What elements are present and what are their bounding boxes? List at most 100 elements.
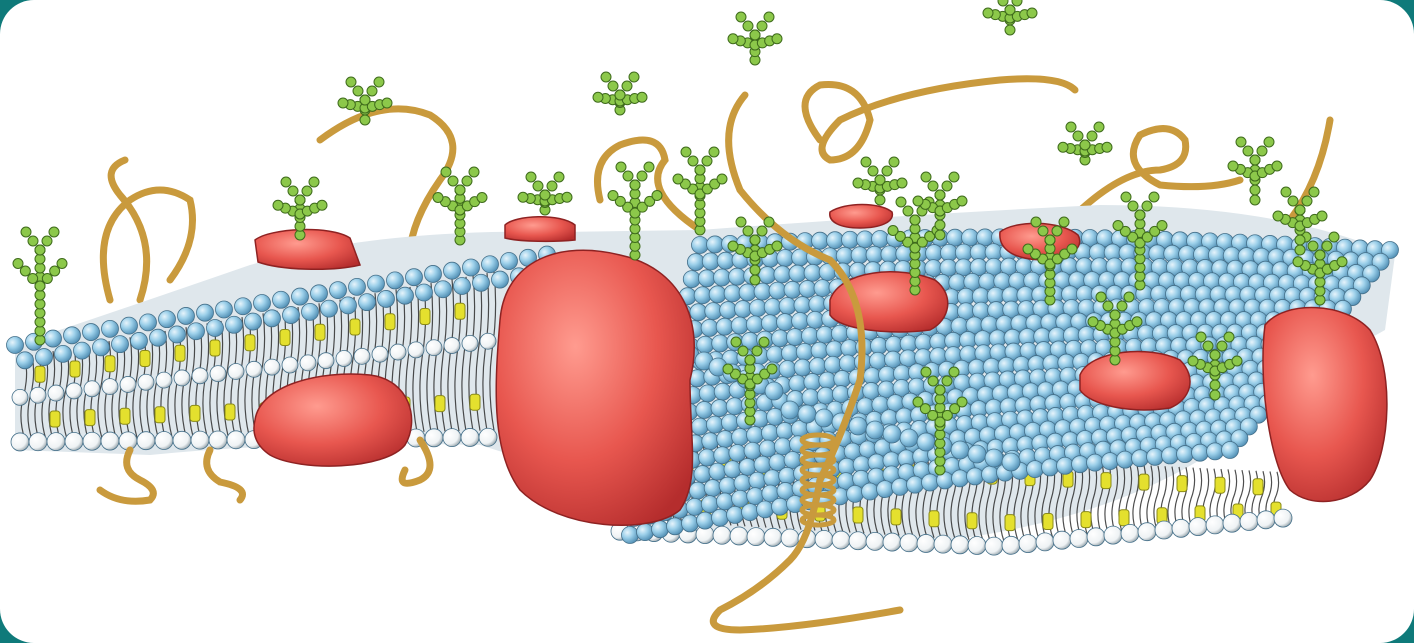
phospholipid-head	[764, 470, 781, 487]
carbohydrate-bead	[1045, 235, 1055, 245]
lower-phospholipid-head	[462, 335, 478, 351]
cholesterol	[1005, 515, 1015, 531]
phospholipid-head	[759, 267, 776, 284]
carbohydrate-bead	[1273, 211, 1283, 221]
carbohydrate-bead	[709, 147, 719, 157]
carbohydrate-bead	[910, 215, 920, 225]
cholesterol	[1081, 512, 1091, 528]
carbohydrate-bead	[1196, 332, 1206, 342]
carbohydrate-bead	[622, 81, 632, 91]
lower-phospholipid-head	[866, 532, 884, 550]
lower-phospholipid-head	[730, 527, 748, 545]
carbohydrate-bead	[1012, 0, 1022, 6]
lower-phospholipid-head	[985, 537, 1003, 555]
carbohydrate-bead	[1023, 244, 1033, 254]
cholesterol	[470, 394, 480, 410]
phospholipid-head	[159, 311, 176, 328]
carbohydrate-bead	[28, 236, 38, 246]
cholesterol	[1119, 510, 1129, 526]
phospholipid-head	[734, 475, 751, 492]
phospholipid-head	[349, 278, 366, 295]
carbohydrate-bead	[750, 30, 760, 40]
phospholipid-head	[757, 501, 774, 518]
carbohydrate-bead	[49, 227, 59, 237]
carbohydrate-bead	[273, 200, 283, 210]
phospholipid-head	[1072, 456, 1089, 473]
phospholipid-head	[786, 329, 803, 346]
phospholipid-head	[883, 425, 901, 443]
carbohydrate-bead	[983, 8, 993, 18]
cholesterol	[1215, 477, 1225, 493]
lower-phospholipid-head	[101, 432, 119, 450]
lower-phospholipid-head	[120, 376, 136, 392]
membrane-protein	[830, 205, 893, 229]
lower-phospholipid-head	[479, 428, 497, 446]
carbohydrate-bead	[540, 190, 550, 200]
phospholipid-head	[734, 301, 751, 318]
lower-phospholipid-head	[282, 357, 298, 373]
carbohydrate-bead	[935, 385, 945, 395]
carbohydrate-bead	[1329, 232, 1339, 242]
phospholipid-head	[776, 314, 793, 331]
phospholipid-head	[804, 264, 821, 281]
carbohydrate-bead	[764, 12, 774, 22]
lower-phospholipid-head	[264, 359, 280, 375]
carbohydrate-bead	[750, 265, 760, 275]
phospholipid-head	[697, 512, 714, 529]
phospholipid-head	[801, 327, 818, 344]
phospholipid-head	[827, 232, 844, 249]
lower-phospholipid-head	[83, 432, 101, 450]
phospholipid-head	[340, 297, 357, 314]
phospholipid-head	[226, 316, 243, 333]
phospholipid-head	[1132, 450, 1149, 467]
carbohydrate-bead	[533, 181, 543, 191]
carbohydrate-bead	[374, 77, 384, 87]
phospholipid-head	[781, 345, 798, 362]
phospholipid-head	[717, 431, 734, 448]
lower-phospholipid-head	[192, 368, 208, 384]
phospholipid-head	[900, 429, 918, 447]
carbohydrate-bead	[1295, 205, 1305, 215]
carbohydrate-bead	[1315, 250, 1325, 260]
lower-phospholipid-head	[1104, 526, 1122, 544]
carbohydrate-bead	[1337, 257, 1347, 267]
carbohydrate-bead	[759, 337, 769, 347]
lower-phospholipid-head	[1257, 511, 1275, 529]
phospholipid-head	[784, 281, 801, 298]
phospholipid-head	[951, 441, 969, 459]
carbohydrate-bead	[1317, 211, 1327, 221]
carbohydrate-bead	[913, 397, 923, 407]
lower-phospholipid-head	[764, 528, 782, 546]
phospholipid-head	[955, 244, 972, 261]
cholesterol	[1177, 476, 1187, 492]
phospholipid-head	[150, 329, 167, 346]
phospholipid-head	[864, 368, 881, 385]
phospholipid-head	[694, 287, 711, 304]
phospholipid-head	[779, 467, 796, 484]
phospholipid-head	[815, 409, 833, 427]
phospholipid-head	[702, 433, 719, 450]
phospholipid-head	[789, 375, 806, 392]
carbohydrate-bead	[949, 172, 959, 182]
lower-phospholipid-head	[156, 372, 172, 388]
phospholipid-head	[1102, 453, 1119, 470]
carbohydrate-bead	[42, 236, 52, 246]
phospholipid-head	[727, 506, 744, 523]
carbohydrate-bead	[695, 165, 705, 175]
carbohydrate-bead	[1250, 195, 1260, 205]
carbohydrate-bead	[1121, 192, 1131, 202]
carbohydrate-bead	[42, 274, 52, 284]
phospholipid-head	[746, 316, 763, 333]
phospholipid-head	[866, 421, 884, 439]
cholesterol	[929, 511, 939, 527]
phospholipid-head	[711, 400, 728, 417]
lower-phospholipid-head	[443, 429, 461, 447]
carbohydrate-bead	[731, 337, 741, 347]
carbohydrate-bead	[1005, 25, 1015, 35]
carbohydrate-bead	[1038, 226, 1048, 236]
carbohydrate-bead	[875, 195, 885, 205]
carbohydrate-bead	[913, 196, 923, 206]
phospholipid-head	[1042, 459, 1059, 476]
cholesterol	[85, 410, 95, 426]
